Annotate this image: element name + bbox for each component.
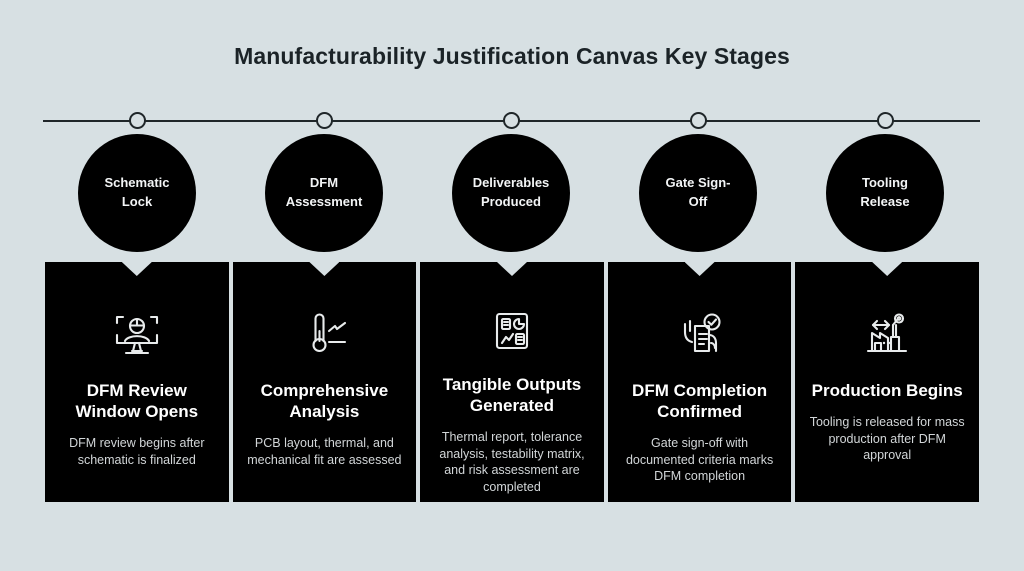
thermometer-chart-icon <box>297 306 351 362</box>
dashboard-report-icon <box>485 306 539 356</box>
stage-circle-3[interactable]: Deliverables Produced <box>452 134 570 252</box>
stage-circle-1[interactable]: Schematic Lock <box>78 134 196 252</box>
timeline-node-1[interactable] <box>128 112 146 129</box>
card-notch-4 <box>684 262 715 276</box>
stage-circle-label-4: Gate Sign- Off <box>665 175 731 209</box>
stage-card-title-1: DFM Review Window Opens <box>75 381 199 422</box>
stage-card-1[interactable]: DFM Review Window Opens DFM review begin… <box>45 262 229 502</box>
stage-circle-label-3: Deliverables Produced <box>472 175 550 209</box>
factory-robot-arm-icon <box>860 306 914 362</box>
card-notch-3 <box>496 262 527 276</box>
stage-card-4[interactable]: DFM Completion Confirmed Gate sign-off w… <box>607 262 792 502</box>
stage-card-5[interactable]: Production Begins Tooling is released fo… <box>795 262 979 502</box>
card-notch-1 <box>121 262 152 276</box>
stage-circle-label-1: Schematic Lock <box>104 175 170 209</box>
stage-card-desc-2: PCB layout, thermal, and mechanical fit … <box>247 436 402 467</box>
timeline-node-3[interactable] <box>502 112 520 129</box>
stage-card-3[interactable]: Tangible Outputs Generated Thermal repor… <box>420 262 604 502</box>
page-title: Manufacturability Justification Canvas K… <box>234 43 790 69</box>
stage-circle-label-2: DFM Assessment <box>285 175 363 209</box>
stage-card-desc-3: Thermal report, tolerance analysis, test… <box>439 430 585 495</box>
card-notch-2 <box>309 262 340 276</box>
stage-circle-2[interactable]: DFM Assessment <box>265 134 383 252</box>
timeline-node-5[interactable] <box>876 112 894 129</box>
stage-card-title-2: Comprehensive Analysis <box>260 381 389 422</box>
stage-card-title-5: Production Begins <box>811 381 963 400</box>
timeline-node-4[interactable] <box>689 112 707 129</box>
monitor-worker-icon <box>110 306 164 362</box>
card-notch-5 <box>872 262 903 276</box>
stage-card-list: DFM Review Window Opens DFM review begin… <box>45 262 979 502</box>
stage-card-desc-1: DFM review begins after schematic is fin… <box>69 436 205 467</box>
stage-card-title-4: DFM Completion Confirmed <box>632 381 768 422</box>
stage-card-title-3: Tangible Outputs Generated <box>442 375 582 416</box>
timeline-node-2[interactable] <box>315 112 333 129</box>
stage-card-2[interactable]: Comprehensive Analysis PCB layout, therm… <box>232 262 417 502</box>
stage-circle-5[interactable]: Tooling Release <box>826 134 944 252</box>
stage-circle-4[interactable]: Gate Sign- Off <box>639 134 757 252</box>
hand-document-check-icon <box>673 306 727 362</box>
stage-circle-label-5: Tooling Release <box>860 175 910 209</box>
stage-card-desc-4: Gate sign-off with documented criteria m… <box>625 436 774 484</box>
stage-card-desc-5: Tooling is released for mass production … <box>809 415 965 463</box>
